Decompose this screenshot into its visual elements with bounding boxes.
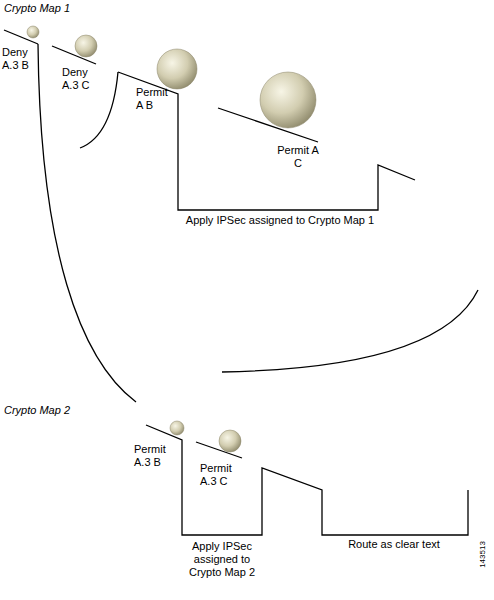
rule-label: Deny A.3 B	[2, 46, 38, 72]
ball	[260, 72, 316, 128]
figure-number: 143513	[476, 535, 489, 575]
ball	[27, 26, 39, 38]
rule-label: Permit A B	[136, 86, 176, 112]
action-label: Route as clear text	[328, 538, 460, 551]
section-title: Crypto Map 2	[4, 404, 124, 417]
ramp-bin	[146, 425, 468, 535]
action-label: Apply IPSec assigned to Crypto Map 1	[150, 214, 410, 227]
rule-label: Permit A.3 C	[200, 462, 246, 488]
rule-label: Permit A.3 B	[134, 443, 178, 469]
ramp-bin	[118, 72, 415, 210]
rule-label: Deny A.3 C	[62, 66, 100, 92]
section-title: Crypto Map 1	[4, 2, 124, 15]
drop-curve	[222, 290, 478, 372]
ball	[170, 421, 184, 435]
action-label: Apply IPSec assigned to Crypto Map 2	[180, 540, 264, 579]
ball	[157, 49, 197, 89]
ball	[75, 35, 97, 57]
ball	[219, 430, 241, 452]
rule-label: Permit A C	[274, 144, 322, 170]
drop-curve	[38, 44, 136, 402]
